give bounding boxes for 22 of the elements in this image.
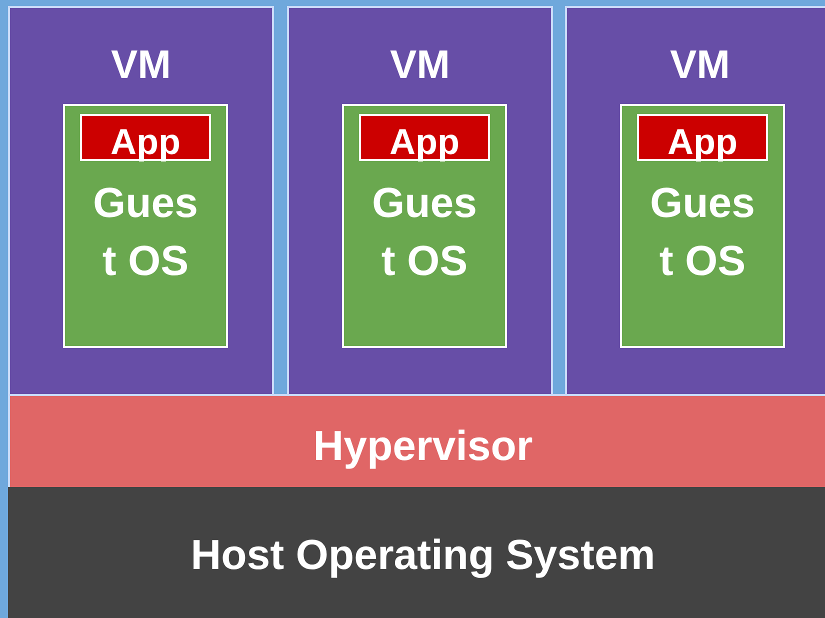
guest-os-label: Guest OS [648, 178, 756, 286]
hypervisor-layer [8, 394, 825, 489]
guest-os-box [620, 104, 785, 348]
vm-label: VM [389, 42, 451, 89]
app-box [637, 114, 768, 161]
guest-os-label: Guest OS [92, 178, 200, 286]
app-label: App [110, 120, 182, 164]
app-label: App [388, 120, 460, 164]
vm-label: VM [110, 42, 172, 89]
app-box [80, 114, 211, 161]
guest-os-label: Guest OS [370, 178, 478, 286]
host-os-label: Host Operating System [190, 530, 656, 580]
app-box [359, 114, 490, 161]
vm-panel [8, 6, 274, 396]
guest-os-box [342, 104, 507, 348]
host-os-layer [8, 487, 825, 618]
vm-panel [565, 6, 825, 396]
app-label: App [666, 120, 738, 164]
vm-label: VM [669, 42, 731, 89]
guest-os-box [63, 104, 228, 348]
vm-panel [287, 6, 553, 396]
hypervisor-label: Hypervisor [312, 421, 534, 471]
